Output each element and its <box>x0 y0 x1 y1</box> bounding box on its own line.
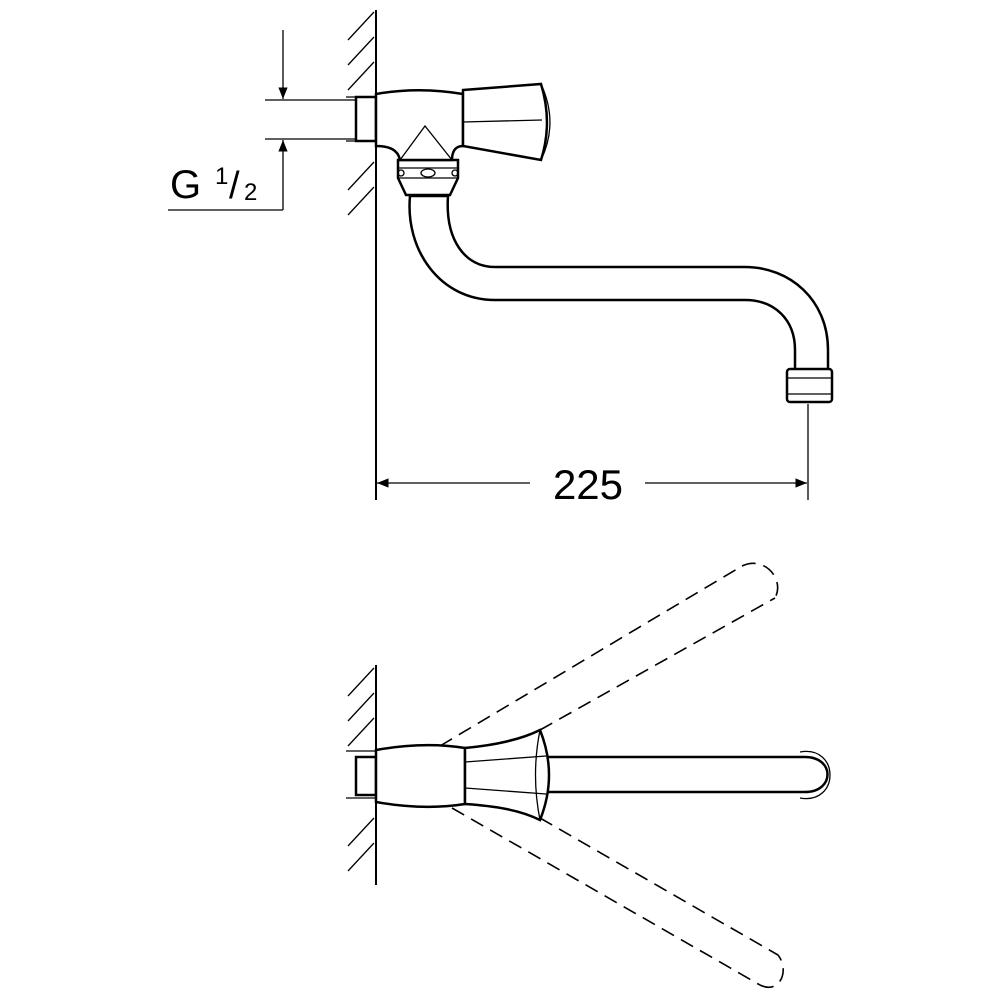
wall-hatching-top <box>347 11 375 216</box>
hatch-line <box>347 717 375 747</box>
thread-dimension: G 1 / 2 <box>168 30 356 211</box>
thread-letter: G <box>170 163 201 207</box>
side-view: G 1 / 2 225 <box>168 10 834 508</box>
hatch-line <box>347 61 375 91</box>
spout-plan <box>543 755 829 794</box>
handle-plan <box>463 728 551 822</box>
thread-slash: / <box>229 165 240 207</box>
thread-stub <box>354 95 378 143</box>
hatch-line <box>347 186 375 216</box>
aerator <box>785 367 834 404</box>
thread-stub-plan <box>354 755 378 797</box>
spout-swing-range <box>439 562 784 988</box>
valve-body-plan <box>374 743 467 809</box>
hatch-line <box>347 692 375 722</box>
hatch-line <box>347 11 375 41</box>
hatch-line <box>347 842 375 872</box>
dimension-225: 225 <box>553 461 623 508</box>
thread-numerator: 1 <box>215 163 228 190</box>
hatch-line <box>347 161 375 191</box>
top-view <box>346 562 831 988</box>
spout <box>408 194 830 372</box>
hatch-line <box>347 667 375 697</box>
hatch-line <box>347 36 375 66</box>
valve-body <box>374 89 465 162</box>
hatch-line <box>347 817 375 847</box>
thread-denominator: 2 <box>244 179 257 206</box>
wall-hatching-bottom <box>347 667 375 872</box>
projection-dimension: 225 <box>377 404 809 508</box>
